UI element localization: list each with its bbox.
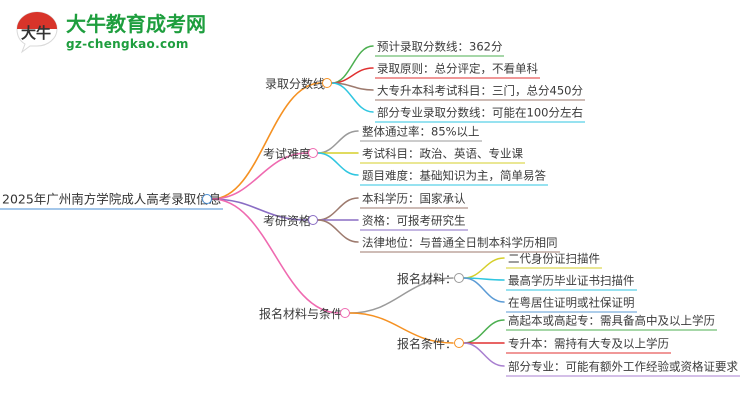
mindmap-branch-nxevvla[interactable]: 报名材料与条件	[0, 303, 345, 323]
mindmap-leaf-nr25ysm-label: 预计录取分数线：362分	[375, 39, 505, 57]
mindmap-leaf-nrvkif1[interactable]: 专升本：需持有大专及以上学历	[506, 333, 671, 354]
node-dot[interactable]	[454, 273, 464, 283]
mindmap-leaf-nvzjs5s-label: 最高学历毕业证书扫描件	[506, 273, 637, 291]
mindmap-leaf-nxjssbq-label: 二代身份证扫描件	[506, 251, 602, 269]
mindmap-branch-ngniuuh[interactable]: 考研资格	[0, 210, 313, 230]
mindmap-leaf-nxjssbq[interactable]: 二代身份证扫描件	[506, 248, 602, 269]
mindmap-leaf-nbs2kjj-label: 法律地位：与普通全日制本科学历相同	[360, 235, 560, 253]
mindmap-leaf-ndml1rb-label: 高起本或高起专：需具备高中及以上学历	[506, 313, 717, 331]
mindmap-leaf-nrvkif1-label: 专升本：需持有大专及以上学历	[506, 336, 671, 354]
mindmap-root-node[interactable]: 2025年广州南方学院成人高考录取信息	[0, 189, 224, 210]
mindmap-subbranch-ntgcsub-label: 报名条件：	[396, 337, 457, 351]
node-dot[interactable]	[308, 148, 318, 158]
svg-text:大牛: 大牛	[21, 24, 51, 42]
mindmap-leaf-nb7tne4-label: 考试科目：政治、英语、专业课	[360, 146, 525, 164]
logo-mark-icon: 大牛	[16, 11, 58, 54]
mindmap-leaf-ndml1rb[interactable]: 高起本或高起专：需具备高中及以上学历	[506, 310, 717, 331]
node-dot[interactable]	[454, 338, 464, 348]
mindmap-leaf-nkqp8fi[interactable]: 整体通过率：85%以上	[360, 121, 482, 142]
mindmap-branch-ngqgkt6[interactable]: 考试难度	[0, 143, 313, 163]
mindmap-subbranch-ntgcsub[interactable]: 报名条件：	[0, 333, 459, 353]
logo-title: 大牛教育成考网	[66, 12, 206, 36]
mindmap-leaf-n243mzz-label: 部分专业录取分数线：可能在100分左右	[375, 105, 585, 123]
logo-text: 大牛教育成考网 gz-chengkao.com	[66, 12, 206, 52]
mindmap-branch-ngqgkt6-label: 考试难度	[262, 147, 311, 161]
mindmap-leaf-nb7tne4[interactable]: 考试科目：政治、英语、专业课	[360, 143, 525, 164]
mindmap-root-node-label: 2025年广州南方学院成人高考录取信息	[0, 189, 224, 210]
node-dot[interactable]	[322, 78, 332, 88]
mindmap-branch-nxevvla-label: 报名材料与条件	[258, 307, 343, 321]
mindmap-subbranch-ntg9atz-label: 报名材料：	[396, 272, 457, 286]
mindmap-leaf-n9203oi-label: 题目难度：基础知识为主，简单易答	[360, 168, 548, 186]
mindmap-branch-ngniuuh-label: 考研资格	[262, 214, 311, 228]
mindmap-leaf-n243mzz[interactable]: 部分专业录取分数线：可能在100分左右	[375, 102, 585, 123]
mindmap-leaf-nlj3dq2[interactable]: 录取原则：总分评定，不看单科	[375, 58, 540, 79]
mindmap-leaf-nbs2kjj[interactable]: 法律地位：与普通全日制本科学历相同	[360, 232, 560, 253]
site-logo: 大牛 大牛教育成考网 gz-chengkao.com	[14, 8, 244, 56]
mindmap-leaf-nlj3dq2-label: 录取原则：总分评定，不看单科	[375, 61, 540, 79]
mindmap-leaf-n6ycprh-label: 本科学历：国家承认	[360, 191, 468, 209]
mindmap-leaf-nvzjs5s[interactable]: 最高学历毕业证书扫描件	[506, 270, 637, 291]
mindmap-leaf-n6ycprh[interactable]: 本科学历：国家承认	[360, 188, 468, 209]
mindmap-leaf-nd6fpch-label: 在粤居住证明或社保证明	[506, 295, 637, 313]
mindmap-leaf-n9203oi[interactable]: 题目难度：基础知识为主，简单易答	[360, 165, 548, 186]
mindmap-leaf-nd6fpch[interactable]: 在粤居住证明或社保证明	[506, 292, 637, 313]
mindmap-leaf-nyj2k4n[interactable]: 部分专业：可能有额外工作经验或资格证要求	[506, 356, 740, 377]
logo-subtitle: gz-chengkao.com	[66, 37, 189, 51]
mindmap-leaf-nv4bcd8[interactable]: 大专升本科考试科目：三门，总分450分	[375, 80, 585, 101]
node-dot[interactable]	[308, 215, 318, 225]
mindmap-branch-nsih444[interactable]: 录取分数线	[0, 73, 327, 93]
node-dot[interactable]	[202, 194, 212, 204]
node-dot[interactable]	[340, 308, 350, 318]
mindmap-leaf-nz7fwb6-label: 资格：可报考研究生	[360, 213, 468, 231]
mindmap-subbranch-ntg9atz[interactable]: 报名材料：	[0, 268, 459, 288]
mindmap-leaf-nz7fwb6[interactable]: 资格：可报考研究生	[360, 210, 468, 231]
mindmap-leaf-nr25ysm[interactable]: 预计录取分数线：362分	[375, 36, 505, 57]
mindmap-leaf-nkqp8fi-label: 整体通过率：85%以上	[360, 124, 482, 142]
mindmap-leaf-nv4bcd8-label: 大专升本科考试科目：三门，总分450分	[375, 83, 585, 101]
mindmap-branch-nsih444-label: 录取分数线	[264, 77, 325, 91]
mindmap-leaf-nyj2k4n-label: 部分专业：可能有额外工作经验或资格证要求	[506, 359, 740, 377]
